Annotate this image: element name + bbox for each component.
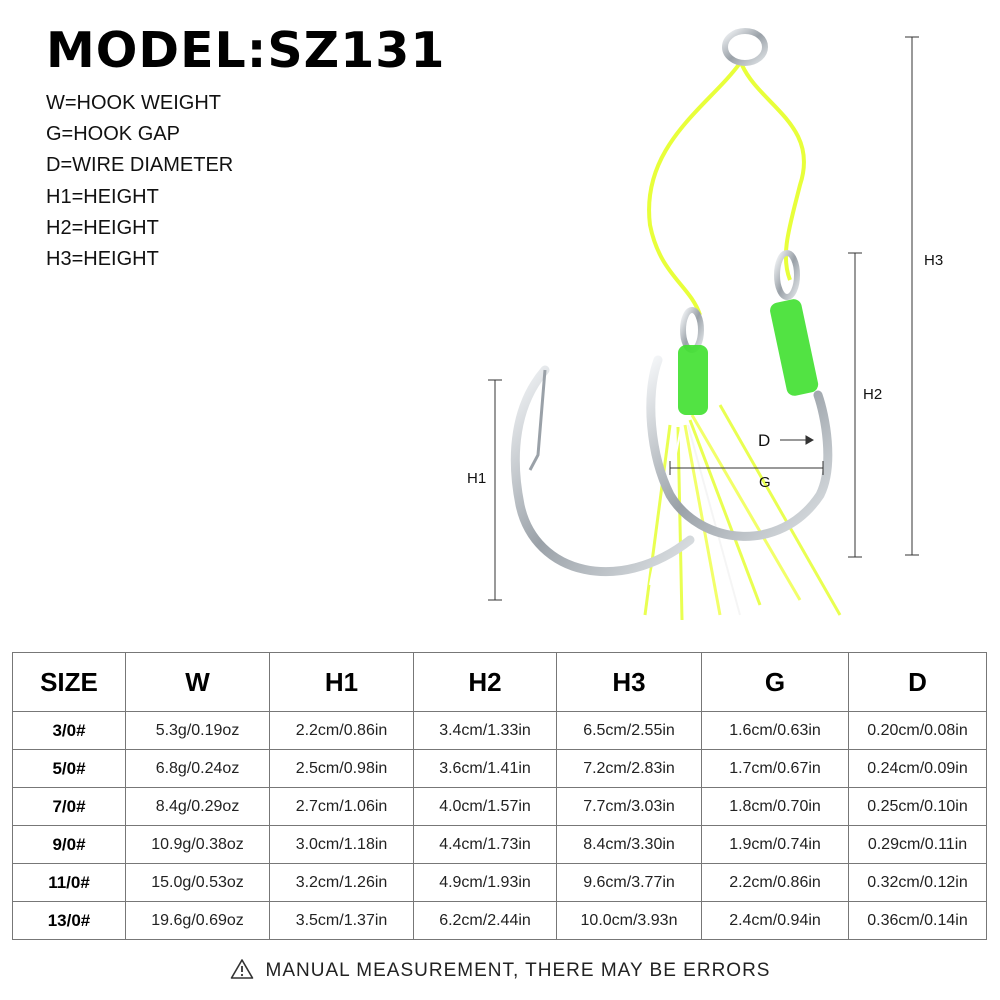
cell-h3: 7.7cm/3.03in bbox=[556, 787, 702, 826]
cell-size: 5/0# bbox=[12, 749, 126, 788]
table-header-row: SIZE W H1 H2 H3 G D bbox=[12, 652, 987, 712]
table-row: 13/0# 19.6g/0.69oz 3.5cm/1.37in 6.2cm/2.… bbox=[12, 901, 987, 940]
cell-h1: 3.2cm/1.26in bbox=[269, 863, 414, 902]
measurement-note: MANUAL MEASUREMENT, THERE MAY BE ERRORS bbox=[0, 958, 1000, 986]
cell-w: 6.8g/0.24oz bbox=[125, 749, 270, 788]
cell-g: 1.6cm/0.63in bbox=[701, 711, 849, 750]
hook-diagram: H1 H2 H3 D G bbox=[420, 15, 1000, 635]
table-row: 9/0# 10.9g/0.38oz 3.0cm/1.18in 4.4cm/1.7… bbox=[12, 825, 987, 864]
cell-h3: 7.2cm/2.83in bbox=[556, 749, 702, 788]
cell-d: 0.32cm/0.12in bbox=[848, 863, 987, 902]
cell-w: 19.6g/0.69oz bbox=[125, 901, 270, 940]
dimension-legend: W=HOOK WEIGHT G=HOOK GAP D=WIRE DIAMETER… bbox=[46, 88, 233, 275]
header-d: D bbox=[848, 652, 987, 712]
cell-h2: 4.4cm/1.73in bbox=[413, 825, 557, 864]
model-title: MODEL:SZ131 bbox=[46, 22, 446, 79]
cell-d: 0.25cm/0.10in bbox=[848, 787, 987, 826]
cell-h1: 2.5cm/0.98in bbox=[269, 749, 414, 788]
legend-item-h2: H2=HEIGHT bbox=[46, 216, 159, 239]
cell-g: 1.9cm/0.74in bbox=[701, 825, 849, 864]
table-row: 3/0# 5.3g/0.19oz 2.2cm/0.86in 3.4cm/1.33… bbox=[12, 711, 987, 750]
cell-g: 2.2cm/0.86in bbox=[701, 863, 849, 902]
cell-size: 13/0# bbox=[12, 901, 126, 940]
cell-size: 7/0# bbox=[12, 787, 126, 826]
cell-h1: 2.7cm/1.06in bbox=[269, 787, 414, 826]
cell-h3: 8.4cm/3.30in bbox=[556, 825, 702, 864]
header-h1: H1 bbox=[269, 652, 414, 712]
cell-d: 0.29cm/0.11in bbox=[848, 825, 987, 864]
cell-size: 3/0# bbox=[12, 711, 126, 750]
note-text: MANUAL MEASUREMENT, THERE MAY BE ERRORS bbox=[265, 960, 771, 981]
cell-g: 2.4cm/0.94in bbox=[701, 901, 849, 940]
header-h3: H3 bbox=[556, 652, 702, 712]
cell-h1: 3.5cm/1.37in bbox=[269, 901, 414, 940]
assist-line bbox=[647, 61, 807, 316]
cell-size: 11/0# bbox=[12, 863, 126, 902]
cell-h3: 6.5cm/2.55in bbox=[556, 711, 702, 750]
hook-medium bbox=[646, 307, 833, 541]
hook-large bbox=[770, 250, 819, 396]
cell-h1: 2.2cm/0.86in bbox=[269, 711, 414, 750]
cell-h1: 3.0cm/1.18in bbox=[269, 825, 414, 864]
table-row: 7/0# 8.4g/0.29oz 2.7cm/1.06in 4.0cm/1.57… bbox=[12, 787, 987, 826]
solid-ring bbox=[722, 28, 768, 66]
dimension-label-h3: H3 bbox=[924, 252, 944, 269]
dimension-label-h1: H1 bbox=[467, 470, 487, 487]
dimension-label-d: D bbox=[758, 431, 771, 450]
cell-w: 5.3g/0.19oz bbox=[125, 711, 270, 750]
cell-h2: 4.9cm/1.93in bbox=[413, 863, 557, 902]
cell-w: 15.0g/0.53oz bbox=[125, 863, 270, 902]
cell-w: 8.4g/0.29oz bbox=[125, 787, 270, 826]
header-w: W bbox=[125, 652, 270, 712]
table-row: 5/0# 6.8g/0.24oz 2.5cm/0.98in 3.6cm/1.41… bbox=[12, 749, 987, 788]
cell-h2: 6.2cm/2.44in bbox=[413, 901, 557, 940]
cell-h2: 3.4cm/1.33in bbox=[413, 711, 557, 750]
legend-item-w: W=HOOK WEIGHT bbox=[46, 92, 221, 114]
legend-item-d: D=WIRE DIAMETER bbox=[46, 154, 234, 177]
legend-item-g: G=HOOK GAP bbox=[46, 123, 180, 146]
dimension-label-g: G bbox=[759, 474, 771, 491]
table-row: 11/0# 15.0g/0.53oz 3.2cm/1.26in 4.9cm/1.… bbox=[12, 863, 987, 902]
cell-g: 1.7cm/0.67in bbox=[701, 749, 849, 788]
cell-d: 0.36cm/0.14in bbox=[848, 901, 987, 940]
size-spec-table: SIZE W H1 H2 H3 G D 3/0# 5.3g/0.19oz 2.2… bbox=[12, 652, 987, 940]
hook-illustration bbox=[488, 28, 919, 621]
cell-h3: 9.6cm/3.77in bbox=[556, 863, 702, 902]
cell-w: 10.9g/0.38oz bbox=[125, 825, 270, 864]
header-size: SIZE bbox=[12, 652, 126, 712]
cell-h3: 10.0cm/3.93n bbox=[556, 901, 702, 940]
cell-d: 0.20cm/0.08in bbox=[848, 711, 987, 750]
cell-size: 9/0# bbox=[12, 825, 126, 864]
legend-item-h3: H3=HEIGHT bbox=[46, 248, 159, 271]
skirt-fibers bbox=[643, 404, 842, 621]
header-g: G bbox=[701, 652, 849, 712]
dimension-label-h2: H2 bbox=[863, 386, 883, 403]
cell-g: 1.8cm/0.70in bbox=[701, 787, 849, 826]
header-h2: H2 bbox=[413, 652, 557, 712]
legend-item-h1: H1=HEIGHT bbox=[46, 185, 159, 208]
warning-triangle-icon bbox=[230, 958, 254, 986]
cell-h2: 4.0cm/1.57in bbox=[413, 787, 557, 826]
cell-d: 0.24cm/0.09in bbox=[848, 749, 987, 788]
hook-small bbox=[510, 365, 695, 577]
dimension-lines bbox=[488, 36, 919, 601]
cell-h2: 3.6cm/1.41in bbox=[413, 749, 557, 788]
